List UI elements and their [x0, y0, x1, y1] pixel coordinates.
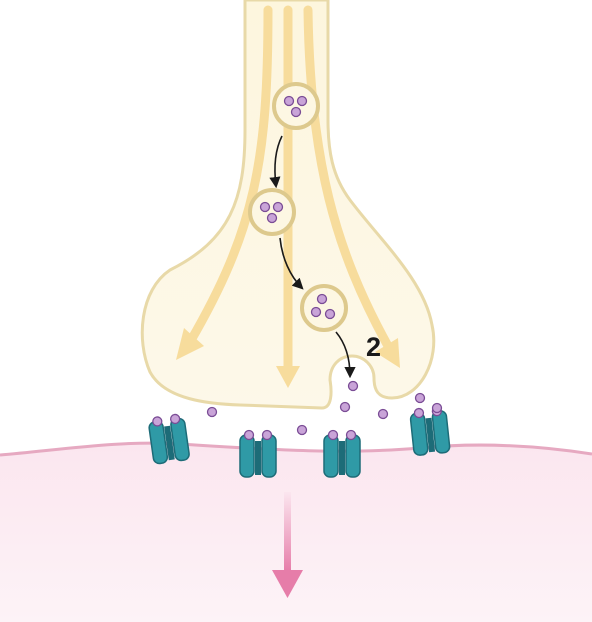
released-neurotransmitters	[206, 380, 389, 436]
neurotransmitter-icon	[414, 392, 426, 404]
receptor-subunit	[261, 434, 277, 478]
neurotransmitter-icon	[327, 429, 339, 441]
postsynaptic-body	[0, 443, 592, 622]
neurotransmitter-icon	[339, 401, 351, 413]
neurotransmitter-icon	[283, 95, 295, 107]
receptor-icon	[239, 434, 255, 478]
neurotransmitter-icon	[169, 413, 181, 425]
neurotransmitter-icon	[345, 429, 357, 441]
receptor-channel	[425, 417, 436, 453]
receptor-3	[323, 429, 361, 478]
flow-arrow-center-head	[276, 366, 300, 388]
receptor-1	[148, 413, 190, 465]
vesicle-icon	[300, 284, 348, 332]
neurotransmitter-icon	[266, 212, 278, 224]
neurotransmitter-icon	[347, 380, 359, 392]
receptor-channel	[255, 441, 261, 475]
vesicle-2	[248, 188, 296, 236]
vesicle-3	[300, 284, 348, 332]
receptor-4	[409, 406, 451, 456]
flow-arrow-right	[303, 5, 393, 351]
postsynaptic-cell	[0, 441, 592, 622]
neurotransmitter-icon	[296, 424, 308, 436]
arrow-icon	[284, 492, 291, 572]
neurotransmitter-icon	[290, 106, 302, 118]
postsynaptic-membrane	[0, 441, 592, 457]
neurotransmitter-icon	[413, 407, 425, 419]
transport-arrows	[176, 5, 400, 388]
neurotransmitter-icon	[206, 406, 218, 418]
neurotransmitter-icon	[377, 408, 389, 420]
vesicle-icon	[248, 188, 296, 236]
vesicle-1	[272, 82, 320, 130]
receptor-channel	[164, 425, 175, 461]
neurotransmitter-icon	[296, 95, 308, 107]
step-label: 2	[366, 332, 381, 362]
neurotransmitter-icon	[272, 201, 284, 213]
neurotransmitter-icon	[431, 402, 443, 414]
receptor-2	[239, 429, 277, 478]
neurotransmitter-icon	[152, 416, 163, 427]
signal-arrow	[272, 492, 303, 598]
neurotransmitter-icon	[310, 306, 322, 318]
arrow-icon	[279, 237, 304, 290]
neurotransmitter-icon	[259, 201, 271, 213]
arrow-icon	[269, 135, 283, 189]
neurotransmitter-icon	[316, 293, 328, 305]
receptor-icon	[323, 434, 339, 478]
receptor-subunit	[345, 434, 361, 478]
receptor-channel	[339, 441, 345, 475]
movement-arrows	[269, 135, 356, 379]
neurotransmitter-icon	[261, 429, 273, 441]
signal-arrow-head	[272, 570, 303, 598]
flow-arrow-right-head	[375, 338, 400, 368]
vesicle-icon	[272, 82, 320, 130]
flow-arrow-left-head	[176, 328, 204, 360]
neurotransmitter-icon	[243, 429, 255, 441]
flow-arrow-left	[185, 5, 273, 347]
neurotransmitter-icon	[324, 308, 336, 320]
arrow-icon	[335, 331, 356, 379]
